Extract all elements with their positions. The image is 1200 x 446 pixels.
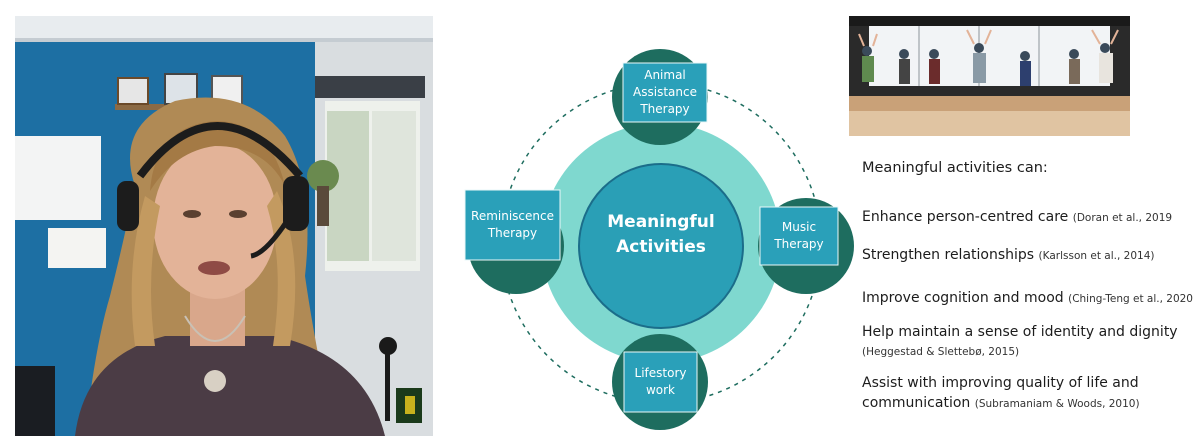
exercise-class-photo (849, 16, 1130, 136)
node-bottom-line1: Lifestory (634, 366, 687, 380)
list-item-text-continued: communication (862, 395, 971, 411)
node-top-box (622, 62, 708, 123)
node-top-line3: Therapy (640, 102, 690, 116)
node-bottom-label: Lifestory work (624, 352, 697, 412)
diagram-graphic (464, 49, 854, 430)
list-item-text: Help maintain a sense of identity and di… (862, 324, 1178, 340)
list-item: Assist with improving quality of life an… (862, 373, 1140, 414)
node-top-line1: Animal (644, 68, 686, 82)
list-item-citation: (Subramaniam & Woods, 2010) (974, 398, 1140, 410)
list-item-text: Strengthen relationships (862, 247, 1035, 263)
exercise-class-image (849, 16, 1130, 136)
list-item: Improve cognition and mood (Ching-Teng e… (862, 288, 1193, 309)
meaningful-activities-diagram: Meaningful Activities Animal Assistance … (460, 30, 860, 430)
node-right-line2: Therapy (774, 237, 824, 251)
node-left-box (464, 189, 561, 261)
node-bottom-line2: work (645, 383, 676, 397)
list-item-citation: (Doran et al., 2019 (1072, 212, 1173, 224)
list-item-citation: (Heggestad & Slettebø, 2015) (862, 346, 1020, 358)
benefits-list: Meaningful activities can: Enhance perso… (862, 160, 1193, 411)
list-item: Strengthen relationships (Karlsson et al… (862, 245, 1154, 266)
list-item-text: Improve cognition and mood (862, 290, 1064, 306)
list-item-text: Enhance person-centred care (862, 209, 1069, 225)
node-left-line1: Reminiscence (471, 209, 554, 223)
presenter-video-frame (15, 16, 433, 436)
node-left-label: Reminiscence Therapy (465, 190, 560, 260)
webcam-video (15, 16, 433, 436)
node-right-label: Music Therapy (760, 207, 838, 265)
center-circle (578, 163, 744, 329)
center-label: Meaningful Activities (581, 210, 741, 260)
list-heading: Meaningful activities can: (862, 160, 1048, 176)
list-item-text: Assist with improving quality of life an… (862, 375, 1139, 391)
list-item: Enhance person-centred care (Doran et al… (862, 207, 1172, 228)
center-label-line1: Meaningful (607, 212, 715, 232)
center-label-line2: Activities (616, 237, 706, 257)
node-top-line2: Assistance (633, 85, 697, 99)
node-right-box (759, 206, 839, 266)
node-left-line2: Therapy (487, 226, 538, 240)
node-top-label: Animal Assistance Therapy (623, 63, 707, 122)
list-item-citation: (Ching-Teng et al., 2020 (1068, 293, 1193, 305)
node-right-line1: Music (781, 220, 817, 234)
list-item-citation: (Karlsson et al., 2014) (1038, 250, 1155, 262)
node-bottom-box (623, 351, 698, 413)
list-item: Help maintain a sense of identity and di… (862, 322, 1178, 362)
